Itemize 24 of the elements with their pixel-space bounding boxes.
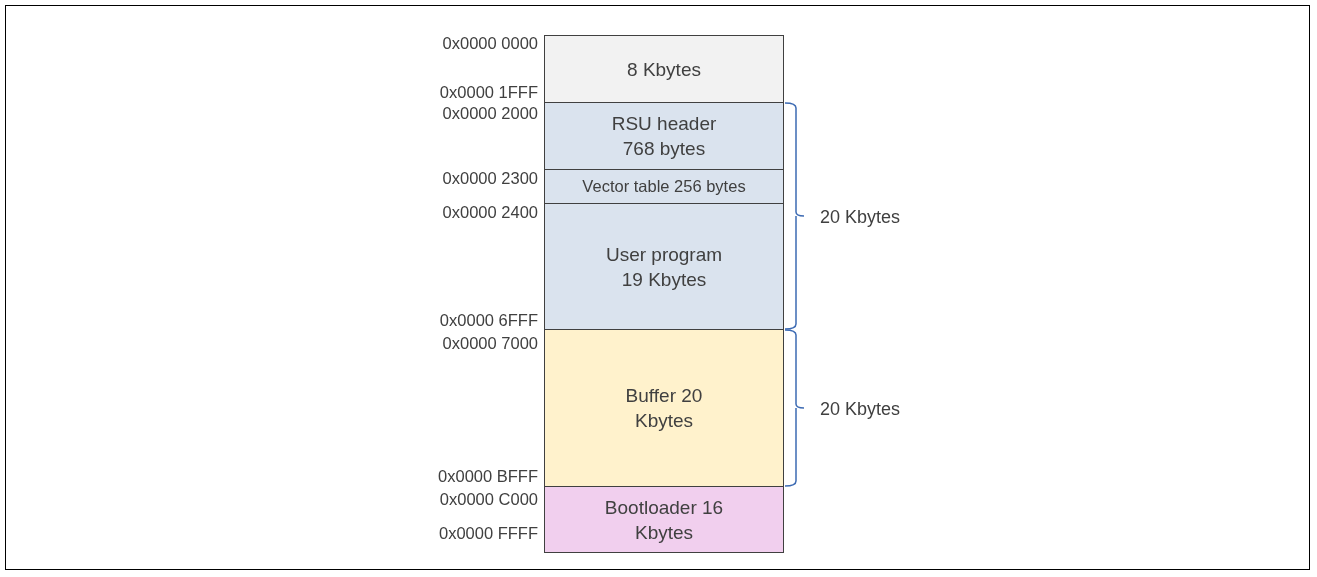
- memory-block: [544, 486, 784, 553]
- address-label: 0x0000 1FFF: [439, 83, 538, 102]
- address-label: 0x0000 2400: [442, 203, 538, 222]
- address-label: 0x0000 2000: [442, 104, 538, 123]
- block-label: RSU header 768 bytes: [610, 112, 718, 161]
- address-label: 0x0000 7000: [442, 334, 538, 353]
- address-label: 0x0000 6FFF: [439, 311, 538, 330]
- address-label: 0x0000 0000: [442, 34, 538, 53]
- block-label: Bootloader 16 Kbytes: [604, 495, 724, 545]
- memory-block: [544, 203, 784, 330]
- block-label: Vector table 256 bytes: [582, 176, 746, 197]
- block-label: Buffer 20 Kbytes: [624, 384, 704, 433]
- address-label: 0x0000 2300: [442, 169, 538, 188]
- memory-block: [544, 35, 784, 103]
- block-label: 8 Kbytes: [627, 57, 701, 82]
- size-label: 20 Kbytes: [820, 207, 901, 228]
- size-label: 20 Kbytes: [820, 399, 901, 420]
- memory-block: [544, 102, 784, 170]
- block-label: User program 19 Kbytes: [604, 242, 724, 292]
- memory-block: [544, 169, 784, 204]
- memory-block: [544, 329, 784, 487]
- address-label: 0x0000 FFFF: [438, 524, 538, 543]
- address-label: 0x0000 C000: [439, 490, 538, 509]
- address-label: 0x0000 BFFF: [438, 467, 538, 486]
